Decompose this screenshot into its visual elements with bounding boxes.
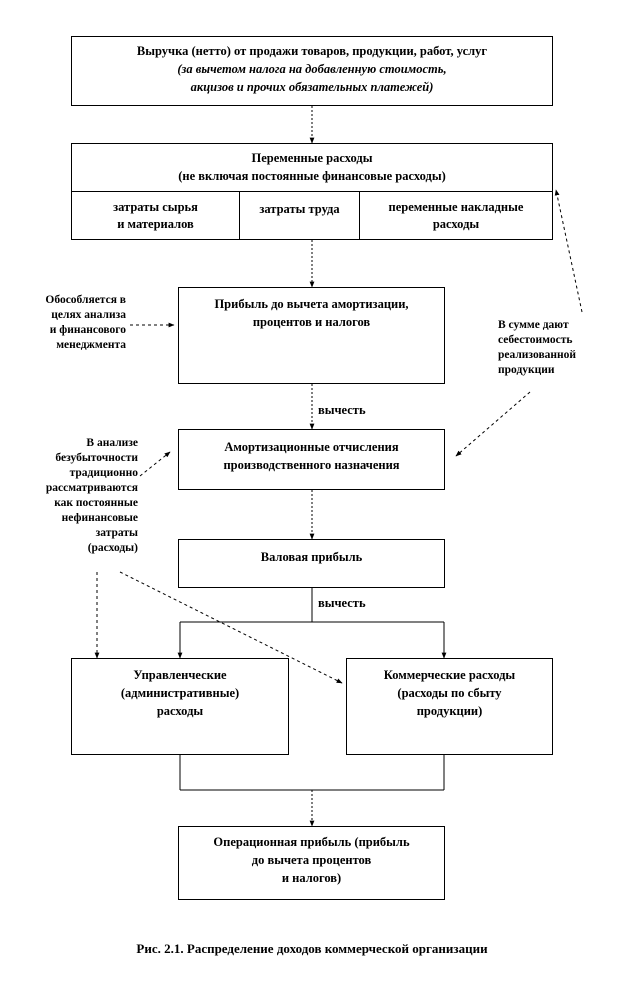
ebitda-line1: Прибыль до вычета амортизации,: [214, 297, 409, 311]
subtract-label-2: вычесть: [318, 596, 366, 610]
ebitda-line2: процентов и налогов: [252, 315, 371, 329]
commercial-line2: (расходы по сбыту: [397, 686, 502, 700]
arrow-note-to-commercial: [119, 571, 343, 684]
gross-profit-label: Валовая прибыль: [260, 550, 363, 564]
figure-caption: Рис. 2.1. Распределение доходов коммерче…: [136, 941, 488, 956]
arrow-note-to-depreciation-left: [139, 451, 171, 477]
cell-materials-line1: затраты сырья: [113, 200, 198, 214]
note-left-mid-line: нефинансовые: [61, 512, 138, 524]
note-right-line: В сумме дают: [498, 319, 569, 331]
revenue-line3: акцизов и прочих обязательных платежей): [190, 80, 434, 94]
note-left-mid: В анализе безубыточности традиционно рас…: [10, 436, 138, 556]
note-left-mid-line: (расходы): [87, 542, 138, 554]
operating-line2: до вычета процентов: [251, 853, 372, 867]
commercial-line3: продукции): [416, 704, 483, 718]
arrow-note-to-depreciation: [455, 391, 531, 457]
variable-costs-cell-materials: [71, 191, 240, 240]
variable-costs-subtitle: (не включая постоянные финансовые расход…: [178, 169, 446, 183]
variable-costs-cell-labor: [239, 191, 360, 240]
admin-line1: Управленческие: [133, 668, 227, 682]
arrow-note-to-variable: [554, 189, 583, 313]
subtract-label-1: вычесть: [318, 403, 366, 417]
note-left-mid-line: затраты: [95, 527, 138, 539]
note-right-line: продукции: [498, 364, 555, 376]
revenue-line2: (за вычетом налога на добавленную стоимо…: [177, 62, 447, 76]
depreciation-box: [178, 429, 445, 490]
note-left-mid-line: В анализе: [86, 437, 138, 449]
commercial-line1: Коммерческие расходы: [383, 668, 516, 682]
note-left-top-line: Обособляется в: [45, 294, 126, 306]
ebitda-box: [178, 287, 445, 384]
variable-costs-cell-overhead: [359, 191, 553, 240]
note-left-top-line: целях анализа: [51, 309, 126, 321]
variable-costs-title: Переменные расходы: [251, 151, 373, 165]
admin-line2: (административные): [120, 686, 240, 700]
revenue-line1: Выручка (нетто) от продажи товаров, прод…: [136, 44, 488, 58]
note-left-top-line: и финансового: [49, 324, 126, 336]
cell-overhead-line1: переменные накладные: [388, 200, 524, 214]
commercial-expenses-box: [346, 658, 553, 755]
note-left-top: Обособляется в целях анализа и финансово…: [14, 293, 126, 353]
revenue-box: [71, 36, 553, 106]
gross-profit-box: [178, 539, 445, 588]
cell-materials-line2: и материалов: [117, 217, 194, 231]
note-left-mid-line: как постоянные: [54, 497, 138, 509]
note-right-line: реализованной: [498, 349, 577, 361]
note-right-line: себестоимость: [498, 334, 573, 346]
admin-expenses-box: [71, 658, 289, 755]
operating-line3: и налогов): [281, 871, 342, 885]
depreciation-line1: Амортизационные отчисления: [224, 440, 399, 454]
operating-line1: Операционная прибыль (прибыль: [213, 835, 410, 849]
note-left-top-line: менеджмента: [56, 339, 126, 351]
note-left-mid-line: традиционно: [69, 467, 138, 479]
cell-overhead-line2: расходы: [432, 217, 480, 231]
operating-profit-box: [178, 826, 445, 900]
depreciation-line2: производственного назначения: [223, 458, 400, 472]
note-left-mid-line: безубыточности: [55, 452, 138, 464]
note-right: В сумме дают себестоимость реализованной…: [498, 318, 608, 378]
admin-line3: расходы: [156, 704, 204, 718]
note-left-mid-line: рассматриваются: [45, 482, 138, 494]
cell-labor-line1: затраты труда: [259, 202, 340, 216]
